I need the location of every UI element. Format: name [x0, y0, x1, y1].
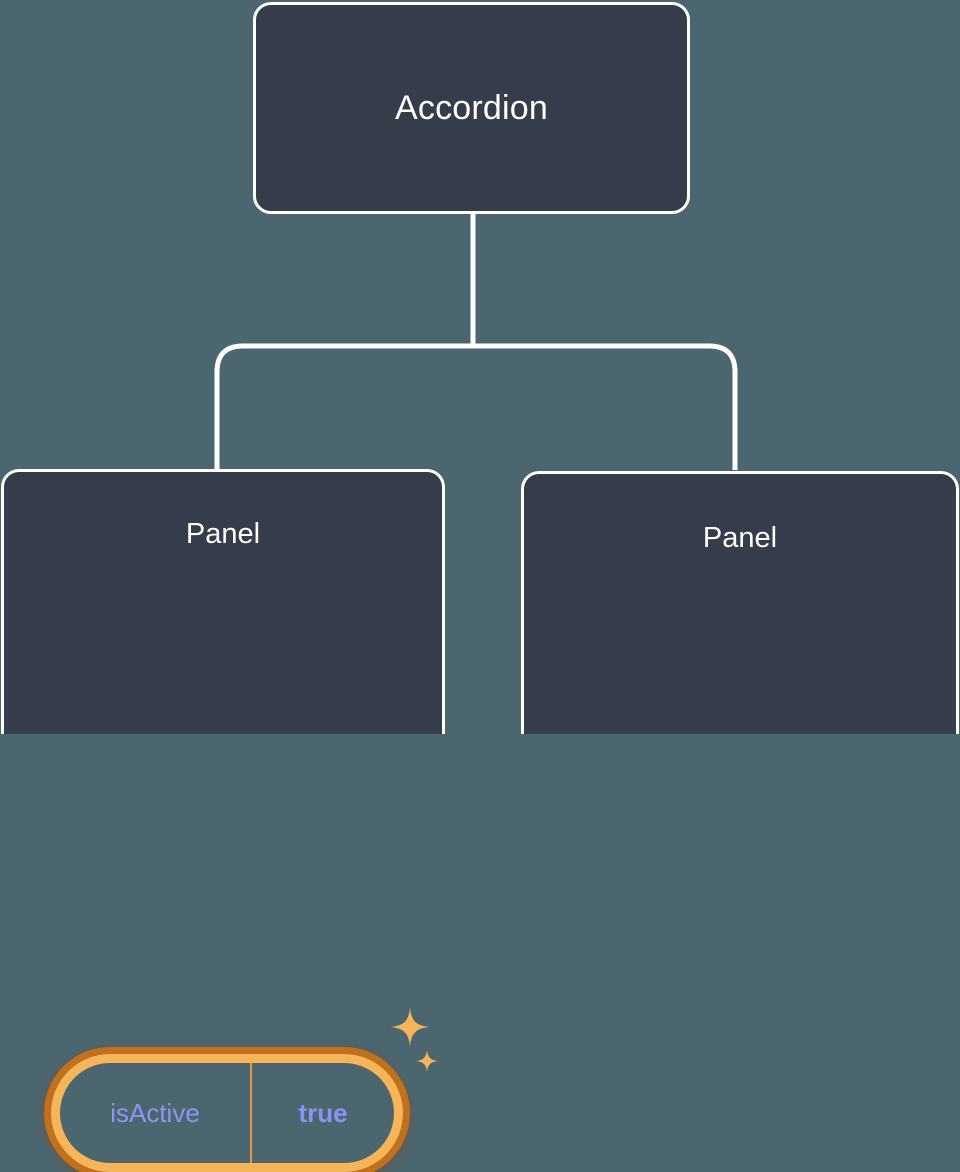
- node-title-panel-1: Panel: [702, 522, 778, 554]
- connector-branch: [214, 343, 738, 470]
- node-panel-1[interactable]: Panel isActive false: [521, 471, 959, 734]
- node-accordion[interactable]: Accordion: [253, 2, 690, 214]
- prop-value-0: true: [250, 1063, 394, 1163]
- sparkle-icon: [391, 1008, 429, 1046]
- prop-name-0: isActive: [110, 1097, 200, 1128]
- node-title-accordion: Accordion: [395, 89, 548, 127]
- node-panel-0[interactable]: Panel isActive true: [1, 469, 445, 1172]
- node-title-panel-0: Panel: [185, 518, 261, 550]
- sparkle-icon: [416, 1050, 438, 1072]
- prop-pill-isactive-true[interactable]: isActive true: [51, 1054, 403, 1172]
